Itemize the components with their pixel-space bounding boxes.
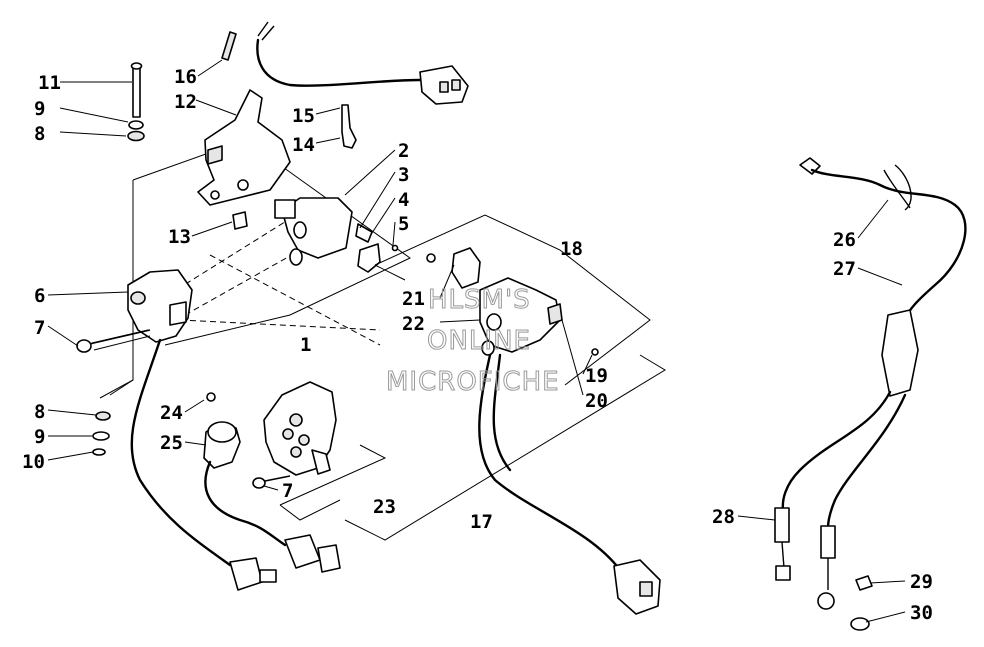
right-center-assembly bbox=[344, 214, 666, 615]
callout-28: 28 bbox=[712, 506, 735, 528]
callout-14: 14 bbox=[292, 134, 315, 156]
callout-24: 24 bbox=[160, 402, 183, 424]
callout-9: 9 bbox=[34, 98, 45, 120]
callout-5: 5 bbox=[398, 213, 409, 235]
callout-19: 19 bbox=[585, 365, 608, 387]
callout-12: 12 bbox=[174, 91, 197, 113]
watermark-line-3: MICROFICHE bbox=[386, 367, 560, 397]
callouts: 1 2 3 4 5 6 7 7 8 8 9 9 10 11 12 13 14 1… bbox=[22, 66, 933, 624]
callout-27: 27 bbox=[833, 258, 856, 280]
callout-1: 1 bbox=[300, 334, 311, 356]
callout-13: 13 bbox=[168, 226, 191, 248]
callout-26: 26 bbox=[833, 229, 856, 251]
callout-29: 29 bbox=[910, 571, 933, 593]
cable-27 bbox=[881, 309, 919, 397]
callout-10: 10 bbox=[22, 451, 45, 473]
switch-18 bbox=[479, 277, 561, 353]
connector-17 bbox=[613, 559, 661, 615]
callout-7b: 7 bbox=[282, 480, 293, 502]
callout-8: 8 bbox=[34, 123, 45, 145]
pin-11 bbox=[132, 64, 141, 118]
top-harness bbox=[221, 21, 469, 149]
callout-20: 20 bbox=[585, 390, 608, 412]
callout-16: 16 bbox=[174, 66, 197, 88]
callout-30: 30 bbox=[910, 602, 933, 624]
callout-6: 6 bbox=[34, 285, 45, 307]
connector bbox=[229, 557, 263, 591]
callout-22: 22 bbox=[402, 313, 425, 335]
leader-lines bbox=[47, 59, 906, 623]
callout-18: 18 bbox=[560, 238, 583, 260]
bracket-12 bbox=[197, 89, 291, 206]
center-assembly bbox=[203, 381, 387, 573]
callout-4: 4 bbox=[398, 189, 409, 211]
watermark-line-2: ONLINE bbox=[427, 326, 531, 356]
callout-11: 11 bbox=[38, 72, 61, 94]
callout-17: 17 bbox=[470, 511, 493, 533]
adjuster-28 bbox=[774, 507, 790, 543]
callout-25: 25 bbox=[160, 432, 183, 454]
callout-21: 21 bbox=[402, 288, 425, 310]
callout-3: 3 bbox=[398, 164, 409, 186]
left-assembly bbox=[76, 62, 411, 591]
callout-23: 23 bbox=[373, 496, 396, 518]
callout-8b: 8 bbox=[34, 401, 45, 423]
watermark-line-1: HLSM'S bbox=[428, 285, 531, 315]
switch-body-2 bbox=[281, 197, 353, 259]
lever-21 bbox=[451, 247, 481, 289]
terminal-14 bbox=[341, 104, 357, 149]
callout-7: 7 bbox=[34, 317, 45, 339]
callout-9b: 9 bbox=[34, 426, 45, 448]
watermark: HLSM'S ONLINE MICROFICHE bbox=[386, 285, 560, 398]
callout-2: 2 bbox=[398, 140, 409, 162]
cable-assembly bbox=[774, 157, 967, 631]
callout-15: 15 bbox=[292, 105, 315, 127]
